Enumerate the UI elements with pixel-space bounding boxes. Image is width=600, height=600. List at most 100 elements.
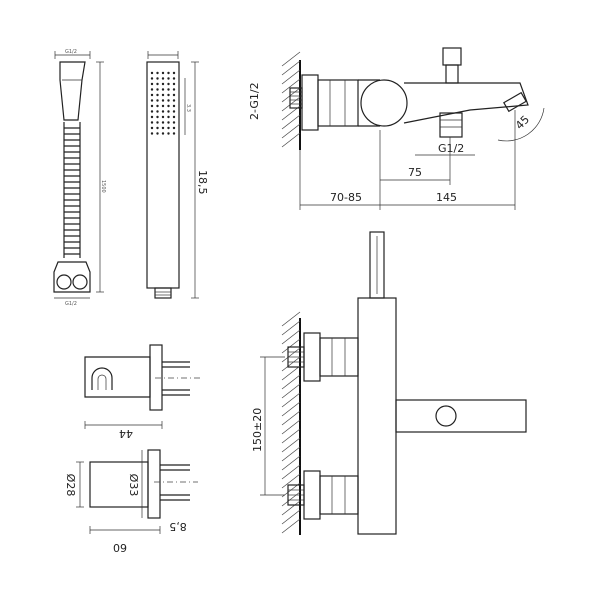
- hatch-line: [281, 446, 301, 462]
- nozzle-dot: [172, 132, 176, 135]
- hatch-line: [281, 410, 301, 426]
- nozzle-dot: [161, 82, 165, 86]
- hatch-line: [281, 114, 301, 130]
- outer-diameter-label: Ø28: [64, 474, 77, 497]
- hatch-line: [281, 509, 301, 525]
- nozzle-dot: [150, 132, 154, 135]
- holder-side-view: Ø28 Ø33 60 8,5: [64, 449, 198, 554]
- nozzle-dot: [161, 104, 165, 108]
- hose-bottom-label: G1/2: [65, 301, 77, 307]
- hatch-line: [281, 78, 301, 94]
- nozzle-dot: [161, 71, 165, 75]
- hatch-line: [281, 338, 301, 354]
- mixer-top-view: 70-85 145 75 G1/2 2-G1/2 45: [248, 47, 545, 210]
- plate-thickness-label: 8,5: [169, 520, 187, 533]
- nozzle-dot: [161, 115, 165, 119]
- nozzle-dot: [156, 82, 159, 86]
- thread-side-label: 2-G1/2: [248, 82, 261, 120]
- nozzle-dot: [172, 71, 176, 75]
- hatch-line: [281, 365, 301, 381]
- wall-hatch-top: [281, 51, 301, 148]
- nozzle-dot: [150, 110, 154, 113]
- wall-holder: 44: [84, 344, 200, 440]
- nozzle-dot: [150, 121, 154, 124]
- nozzle-dot: [167, 110, 170, 113]
- hose-spiral: [63, 122, 81, 258]
- mixer-front-view: 150±20: [251, 231, 527, 535]
- nozzle-dot: [156, 99, 159, 102]
- nozzle-dot: [156, 121, 159, 124]
- hose-top-label: G1/2: [65, 49, 77, 55]
- nozzle-dot: [161, 132, 165, 135]
- hatch-line: [281, 347, 301, 363]
- nozzle-dot: [172, 82, 176, 86]
- nozzle-dot: [161, 126, 165, 130]
- hatch-line: [281, 437, 301, 453]
- nozzle-dot: [161, 99, 165, 102]
- inner-diameter-label: Ø33: [127, 474, 140, 497]
- holder-width-label: 60: [113, 541, 127, 554]
- nozzle-dot: [172, 121, 176, 124]
- nozzle-dot: [156, 93, 159, 97]
- nozzle-dot: [172, 88, 176, 91]
- hatch-line: [281, 473, 301, 489]
- hatch-line: [281, 455, 301, 471]
- nozzle-dot: [156, 104, 159, 108]
- nozzle-dot: [156, 71, 159, 75]
- nozzle-dot: [161, 77, 165, 80]
- nozzle-dot: [150, 99, 154, 102]
- nozzle-dot: [172, 93, 176, 97]
- nozzle-dot: [167, 77, 170, 80]
- hose-length-label: 1500: [100, 180, 106, 193]
- handshower-dia-label: 3.3: [185, 104, 191, 112]
- hatch-line: [281, 69, 301, 85]
- nozzle-dot: [161, 88, 165, 91]
- angle-label: 45: [513, 113, 532, 132]
- hatch-line: [281, 392, 301, 408]
- nozzle-dot: [161, 110, 165, 113]
- nozzle-dot: [172, 77, 176, 80]
- hatch-line: [281, 401, 301, 417]
- spray-nozzles: [150, 71, 176, 135]
- wall-offset-label: 70-85: [330, 191, 362, 204]
- shower-hose: 1500 G1/2 G1/2: [53, 49, 106, 307]
- hatch-line: [281, 123, 301, 139]
- hatch-line: [281, 320, 301, 336]
- nozzle-dot: [167, 93, 170, 97]
- nozzle-dot: [167, 121, 170, 124]
- holder-depth-label: 44: [119, 427, 133, 440]
- hatch-line: [281, 419, 301, 435]
- hand-shower: 3.3 18,5: [146, 51, 209, 299]
- hatch-line: [281, 356, 301, 372]
- nozzle-dot: [172, 104, 176, 108]
- hatch-line: [281, 491, 301, 507]
- hatch-line: [281, 464, 301, 480]
- body-length-label: 145: [436, 191, 457, 204]
- nozzle-dot: [150, 93, 154, 97]
- nozzle-dot: [167, 115, 170, 119]
- nozzle-dot: [156, 110, 159, 113]
- nozzle-dot: [150, 115, 154, 119]
- hatch-line: [281, 428, 301, 444]
- nozzle-dot: [167, 99, 170, 102]
- nozzle-dot: [167, 104, 170, 108]
- nozzle-dot: [156, 115, 159, 119]
- center-distance-label: 150±20: [251, 408, 264, 452]
- nozzle-dot: [161, 121, 165, 124]
- nozzle-dot: [150, 104, 154, 108]
- hatch-line: [281, 132, 301, 148]
- nozzle-dot: [172, 126, 176, 130]
- hatch-line: [281, 60, 301, 76]
- hatch-line: [281, 500, 301, 516]
- spout-offset-label: 75: [408, 166, 422, 179]
- nozzle-dot: [156, 77, 159, 80]
- nozzle-dot: [161, 93, 165, 97]
- hatch-line: [281, 311, 301, 327]
- hatch-line: [281, 51, 301, 67]
- nozzle-dot: [150, 77, 154, 80]
- nozzle-dot: [156, 88, 159, 91]
- hatch-line: [281, 87, 301, 103]
- nozzle-dot: [167, 71, 170, 75]
